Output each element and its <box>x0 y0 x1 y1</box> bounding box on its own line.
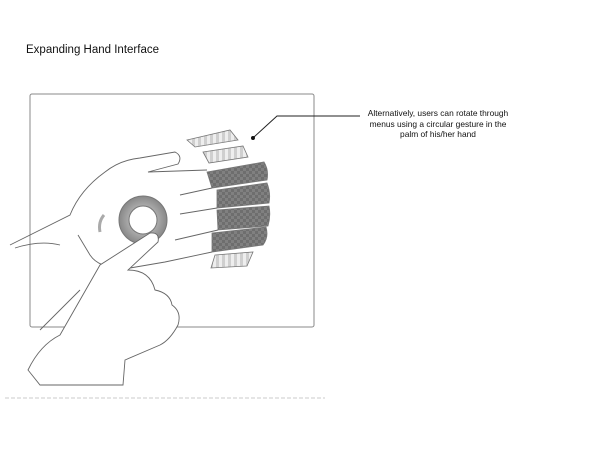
rotation-ring <box>118 195 168 245</box>
menu-tile-active <box>216 182 271 209</box>
menu-tiles <box>186 129 271 269</box>
menu-tile-active <box>206 161 268 189</box>
palm-hand <box>9 151 219 331</box>
menu-tile-inactive <box>210 251 254 269</box>
leader-line <box>251 115 360 140</box>
menu-tile-active <box>211 226 268 253</box>
screen-frame <box>29 93 315 328</box>
pointing-hand <box>27 232 180 386</box>
menu-tile-active <box>216 205 271 231</box>
menu-tile-inactive <box>202 145 249 164</box>
diagram-title: Expanding Hand Interface <box>26 44 159 56</box>
menu-tile-inactive <box>186 129 239 148</box>
annotation-text: Alternatively, users can rotate through … <box>367 108 509 140</box>
